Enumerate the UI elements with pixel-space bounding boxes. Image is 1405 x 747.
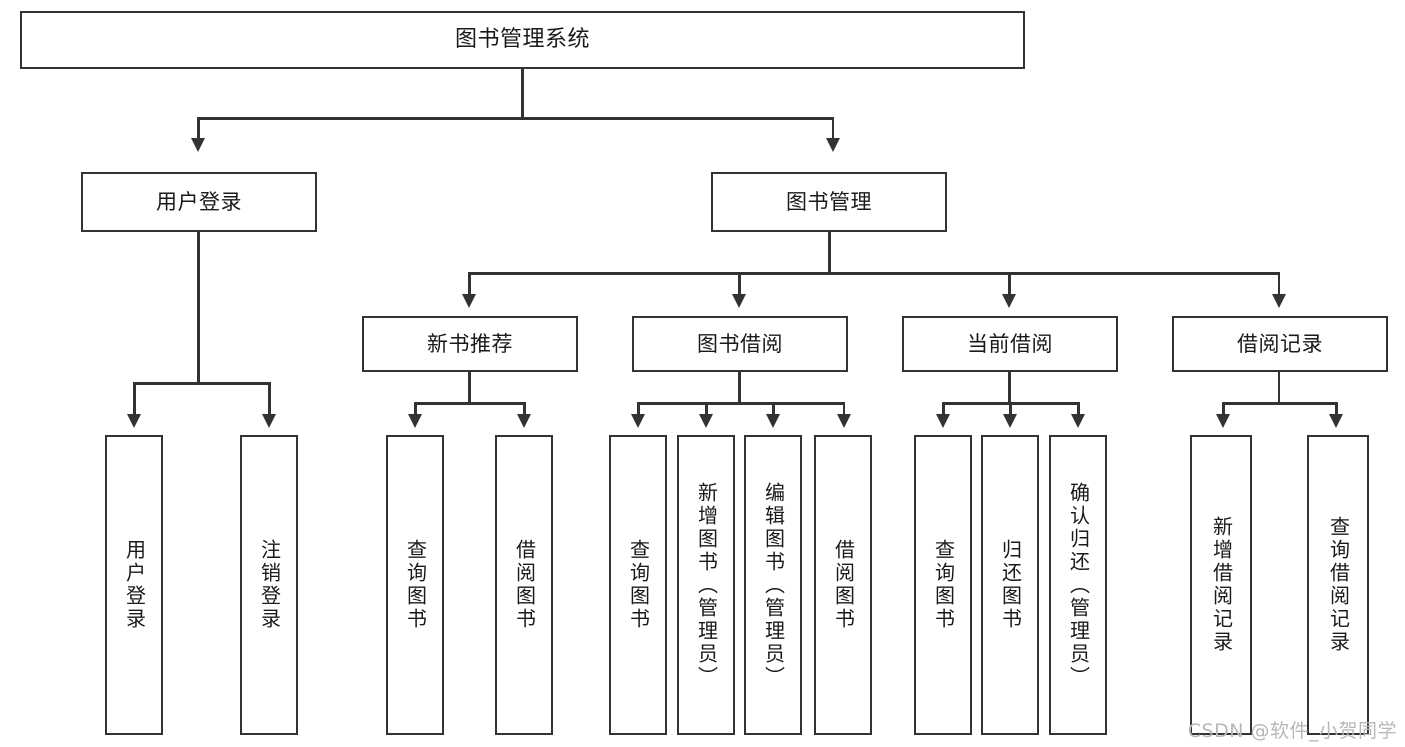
node-book-borrow[interactable]: 图书借阅 [632,316,848,372]
connector-userlogin-bus [133,382,270,385]
connector-newbook-drop-2 [523,402,526,416]
arrow-to-leaf-query-book-2 [631,414,645,428]
connector-borrowrecord-drop-1 [1222,402,1225,416]
node-label: 注销登录 [257,539,282,631]
connector-newbook-stem [468,372,471,403]
connector-bookmanage-drop-4 [1277,272,1280,296]
arrow-to-leaf-edit-book [766,414,780,428]
connector-currentborrow-drop-2 [1009,402,1012,416]
arrow-to-book-manage [826,138,840,152]
arrow-to-leaf-query-book-1 [408,414,422,428]
leaf-borrow-book[interactable]: 借阅图书 [814,435,872,735]
connector-bookmanage-drop-3 [1008,272,1011,296]
node-label: 借阅记录 [1237,331,1323,356]
connector-bookborrow-drop-2 [705,402,708,416]
arrow-to-leaf-borrow-book-1 [517,414,531,428]
leaf-return-book[interactable]: 归还图书 [981,435,1039,735]
connector-borrowrecord-drop-2 [1335,402,1338,416]
connector-newbook-bus [414,402,525,405]
connector-currentborrow-drop-1 [942,402,945,416]
node-label: 编辑图书（管理员） [761,481,786,689]
node-label: 图书借阅 [697,331,783,356]
node-label: 新增图书（管理员） [694,481,719,689]
node-user-login[interactable]: 用户登录 [81,172,317,232]
arrow-to-borrow-record [1272,294,1286,308]
node-label: 借阅图书 [831,539,856,631]
connector-borrowrecord-stem [1277,372,1280,403]
leaf-user-login[interactable]: 用户登录 [105,435,163,735]
arrow-to-leaf-query-book-3 [936,414,950,428]
node-label: 新书推荐 [427,331,513,356]
leaf-add-book[interactable]: 新增图书（管理员） [677,435,735,735]
node-label: 归还图书 [998,539,1023,631]
node-label: 查询图书 [403,539,428,631]
node-label: 用户登录 [156,189,242,214]
connector-bookborrow-bus [637,402,845,405]
node-label: 查询借阅记录 [1326,516,1351,654]
node-label: 确认归还（管理员） [1066,481,1091,689]
arrow-to-new-book-recommend [462,294,476,308]
leaf-logout[interactable]: 注销登录 [240,435,298,735]
arrow-to-leaf-add-book [699,414,713,428]
csdn-watermark: CSDN @软件_小贺同学 [1187,720,1397,742]
connector-userlogin-stem [197,232,200,383]
leaf-query-borrow-record[interactable]: 查询借阅记录 [1307,435,1369,735]
leaf-borrow-book-recommend[interactable]: 借阅图书 [495,435,553,735]
node-borrow-record[interactable]: 借阅记录 [1172,316,1388,372]
connector-currentborrow-stem [1008,372,1011,403]
node-label: 借阅图书 [512,539,537,631]
arrow-to-current-borrow [1002,294,1016,308]
connector-root-bus [197,117,834,120]
arrow-to-leaf-user-login [127,414,141,428]
node-current-borrow[interactable]: 当前借阅 [902,316,1118,372]
node-label: 新增借阅记录 [1209,516,1234,654]
arrow-to-book-borrow [732,294,746,308]
leaf-edit-book[interactable]: 编辑图书（管理员） [744,435,802,735]
connector-userlogin-drop-2 [268,382,271,416]
node-label: 查询图书 [626,539,651,631]
node-label: 用户登录 [122,539,147,631]
node-label: 图书管理系统 [454,27,590,53]
connector-bookmanage-drop-1 [468,272,471,296]
connector-root-stem [521,69,524,118]
leaf-query-book-current[interactable]: 查询图书 [914,435,972,735]
connector-currentborrow-drop-3 [1077,402,1080,416]
connector-bookborrow-drop-4 [842,402,845,416]
arrow-to-leaf-borrow-book-2 [837,414,851,428]
connector-bookborrow-drop-1 [637,402,640,416]
connector-bookmanage-bus [468,272,1280,275]
leaf-query-book-borrow[interactable]: 查询图书 [609,435,667,735]
arrow-to-leaf-logout [262,414,276,428]
arrow-to-leaf-confirm-return [1071,414,1085,428]
node-label: 当前借阅 [967,331,1053,356]
arrow-to-leaf-query-record [1329,414,1343,428]
connector-borrowrecord-bus [1222,402,1337,405]
connector-bookmanage-drop-2 [738,272,741,296]
arrow-to-user-login [191,138,205,152]
node-root-system[interactable]: 图书管理系统 [20,11,1025,69]
arrow-to-leaf-add-record [1216,414,1230,428]
node-new-book-recommend[interactable]: 新书推荐 [362,316,578,372]
node-label: 图书管理 [786,189,872,214]
connector-root-drop-left [197,117,200,140]
connector-bookborrow-drop-3 [772,402,775,416]
node-label: 查询图书 [931,539,956,631]
arrow-to-leaf-return-book [1003,414,1017,428]
node-book-manage[interactable]: 图书管理 [711,172,947,232]
connector-bookborrow-stem [738,372,741,403]
leaf-confirm-return[interactable]: 确认归还（管理员） [1049,435,1107,735]
leaf-add-borrow-record[interactable]: 新增借阅记录 [1190,435,1252,735]
connector-root-drop-right [831,117,834,140]
connector-newbook-drop-1 [414,402,417,416]
leaf-query-book-recommend[interactable]: 查询图书 [386,435,444,735]
connector-bookmanage-stem [828,232,831,273]
connector-userlogin-drop-1 [133,382,136,416]
